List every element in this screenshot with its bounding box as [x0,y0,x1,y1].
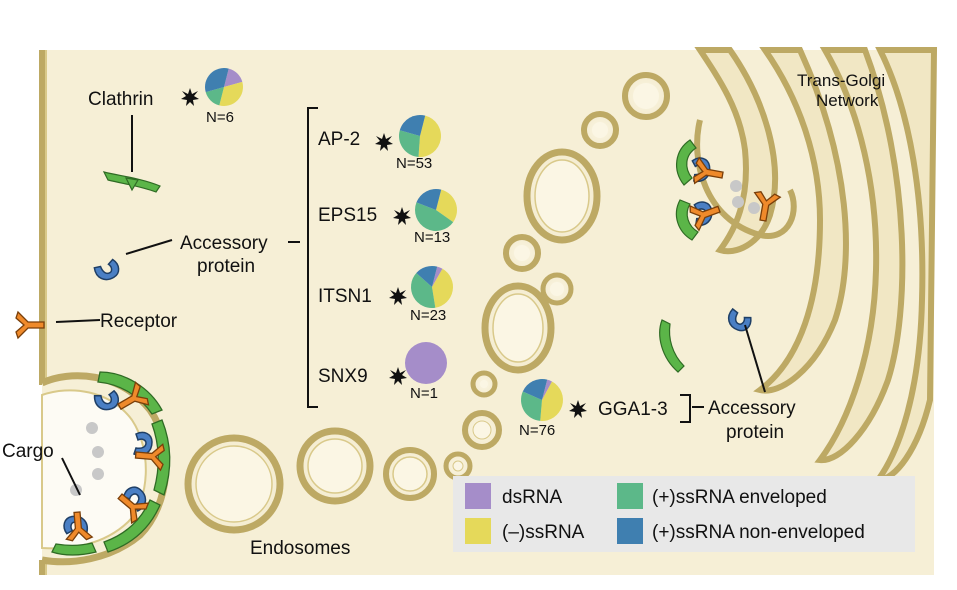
legend-swatch-neg-ssRNA [465,518,491,544]
clathrin-label: Clathrin [88,89,153,110]
pie-slice--ssrna-non-enveloped [416,188,442,210]
pie-slice--ssrna-non-enveloped [522,379,548,400]
pie-n-label: N=1 [410,385,438,402]
clathrin-coat-arc [103,499,161,553]
pie-slice-dsrna [224,68,243,87]
endosomes [184,427,473,534]
pie-slice--ssrna-enveloped [521,391,542,421]
pie-slice--ssrna [436,189,457,223]
accessory-right-line2: protein [726,422,784,443]
gga-label: GGA1-3 [598,399,668,420]
legend: dsRNA (–)ssRNA (+)ssRNA enveloped (+)ssR… [453,476,915,552]
pie-slice--ssrna-non-enveloped [205,67,229,93]
transport-vesicles [462,72,670,450]
legend-swatch-dsRNA [465,483,491,509]
protein-name-label: SNX9 [318,366,368,387]
pie-slice-dsrna [432,266,443,287]
protein-name-label: EPS15 [318,205,377,226]
cargo-particle [86,422,98,434]
free-clathrin-right [659,319,685,373]
clathrin-coated-pit [40,371,171,566]
accessory-label-line2: protein [197,256,255,277]
pie-slice--ssrna [540,381,563,421]
pie-slice--ssrna [219,81,244,106]
pie-slice--ssrna-enveloped [414,202,454,232]
legend-label-neg-ssRNA: (–)ssRNA [502,522,585,543]
clathrin-coat-arc [151,419,171,496]
legend-label-dsRNA: dsRNA [502,487,563,508]
tgn-label-line2: Network [816,91,879,110]
accessory-right-line1: Accessory [708,398,796,419]
pie-n-label: N=13 [414,229,450,246]
protein-name-label: AP-2 [318,129,360,150]
legend-label-pos-env: (+)ssRNA enveloped [652,487,827,508]
pointer-lines [55,115,766,496]
pie-slice--ssrna-enveloped [205,87,224,106]
legend-background [453,476,915,552]
tgn-label-line1: Trans-Golgi [797,71,885,90]
pie-n-label: N=23 [410,307,446,324]
receptor-on-membrane [15,310,45,340]
pie-slice--ssrna-non-enveloped [399,115,426,136]
accessory-label-line1: Accessory [180,233,268,254]
legend-label-pos-nonenv: (+)ssRNA non-enveloped [652,522,865,543]
legend-swatch-pos-env [617,483,643,509]
cargo-particle [92,468,104,480]
pie-n-label: N=53 [396,155,432,172]
pie-slice--ssrna-non-enveloped [416,266,438,287]
protein-name-label: ITSN1 [318,286,372,307]
pie-slice--ssrna [432,268,454,308]
trans-golgi-network [694,47,938,484]
pie-n-label: N=6 [206,109,234,126]
pie-slice--ssrna [418,115,441,158]
pie-n-label: N=76 [519,422,555,439]
cargo-particle [92,446,104,458]
pie-slice--ssrna-enveloped [411,273,436,308]
clathrin-coat-arc [51,542,97,556]
receptor-label: Receptor [100,311,178,332]
tgn-coated-bud [675,139,782,241]
gga-bracket [680,394,691,423]
pie-slice-dsrna [542,379,553,400]
legend-swatch-pos-nonenv [617,518,643,544]
accessory-bracket [307,107,318,408]
cargo-label: Cargo [2,441,54,462]
free-clathrin [102,171,161,193]
pie-slice--ssrna-enveloped [399,130,420,157]
endosomes-label: Endosomes [250,538,350,559]
pie-slice-dsrna [405,342,447,384]
